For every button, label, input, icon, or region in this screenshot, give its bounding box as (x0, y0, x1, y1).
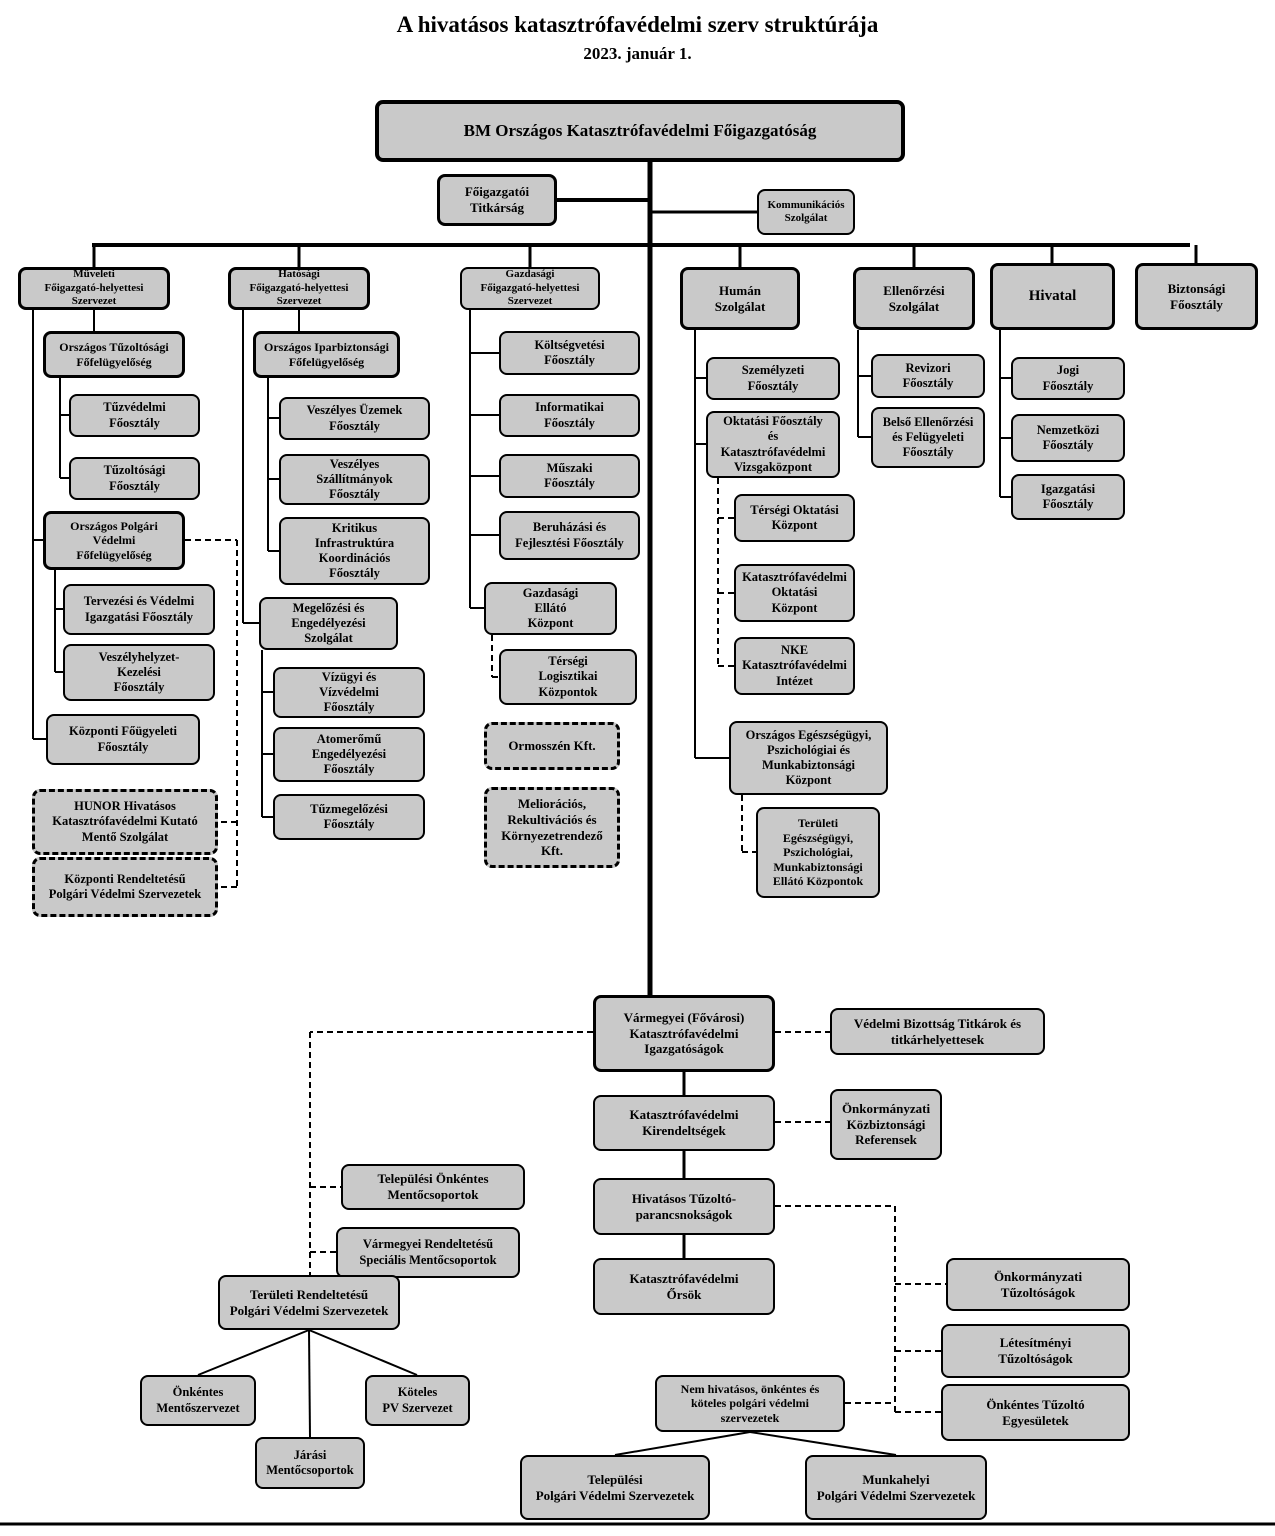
node-kozponti-rendeltetesu-pv-szervezetek: Központi Rendeltetésű Polgári Védelmi Sz… (32, 857, 218, 917)
node-atomeromu-engedelyezesi-foosztaly: Atomerőmű Engedélyezési Főosztály (273, 727, 425, 782)
node-kritikus-infrastruktura-foosztaly: Kritikus Infrastruktúra Koordinációs Főo… (279, 517, 430, 585)
node-megelozesi-es-engedelyezesi-szolgalat: Megelőzési és Engedélyezési Szolgálat (259, 597, 398, 650)
node-onkormanyzati-kozbiztonsagi-referensek: Önkormányzati Közbiztonsági Referensek (830, 1089, 942, 1160)
node-orszagos-egeszsegugyi-kozpont: Országos Egészségügyi, Pszichológiai és … (729, 721, 888, 795)
node-tersegi-logisztikai-kozpontok: Térségi Logisztikai Központok (499, 649, 637, 705)
node-veszelyes-uzemek-foosztaly: Veszélyes Üzemek Főosztály (279, 397, 430, 440)
node-ormosszen-kft: Ormosszén Kft. (484, 722, 620, 770)
node-teruleti-egeszsegugyi-ellato-kozpontok: Területi Egészségügyi, Pszichológiai, Mu… (756, 807, 880, 898)
node-muszaki-foosztaly: Műszaki Főosztály (499, 454, 640, 498)
node-beruhazasi-es-fejlesztesi-foosztaly: Beruházási és Fejlesztési Főosztály (499, 511, 640, 560)
node-biztonsagi-foosztaly: Biztonsági Főosztály (1135, 263, 1258, 330)
node-revizori-foosztaly: Revizori Főosztály (871, 354, 985, 398)
node-oktatasi-foosztaly-vizsgakozpont: Oktatási Főosztály és Katasztrófavédelmi… (706, 411, 840, 478)
node-informatikai-foosztaly: Informatikai Főosztály (499, 394, 640, 437)
node-veszelyes-szallitmanyok-foosztaly: Veszélyes Szállítmányok Főosztály (279, 454, 430, 505)
node-onkormanyzati-tuzoltosagok: Önkormányzati Tűzoltóságok (946, 1258, 1130, 1311)
node-gazdasagi-head: Gazdasági Főigazgató-helyettesi Szerveze… (460, 267, 600, 310)
node-tervezesi-es-vedelmi-igazgatasi-foosztaly: Tervezési és Védelmi Igazgatási Főosztál… (63, 584, 215, 635)
node-katasztrofavedelmi-orsok: Katasztrófavédelmi Őrsök (593, 1258, 775, 1315)
node-vizugyi-es-vizvedelmi-foosztaly: Vízügyi és Vízvédelmi Főosztály (273, 667, 425, 718)
node-kozponti-fougyeleti-foosztaly: Központi Főügyeleti Főosztály (46, 714, 200, 765)
node-teruleti-rendeltetesu-pv-szervezetek: Területi Rendeltetésű Polgári Védelmi Sz… (218, 1275, 400, 1330)
node-letesitmenyi-tuzoltosagok: Létesítményi Tűzoltóságok (941, 1324, 1130, 1378)
page-subtitle: 2023. január 1. (583, 44, 692, 63)
node-igazgatasi-foosztaly: Igazgatási Főosztály (1011, 474, 1125, 520)
node-orszagos-iparbiztonsagi-fofelugyeloseg: Országos Iparbiztonsági Főfelügyelőség (253, 331, 400, 378)
node-veszelyhelyzet-kezelesi-foosztaly: Veszélyhelyzet- Kezelési Főosztály (63, 644, 215, 701)
node-telepulesi-onkentes-mentocsoportok: Települési Önkéntes Mentőcsoportok (341, 1164, 525, 1210)
node-katasztrofavedelmi-oktatasi-kozpont: Katasztrófavédelmi Oktatási Központ (734, 564, 855, 622)
node-nem-hivatasos-pv-szervezetek: Nem hivatásos, önkéntes és köteles polgá… (655, 1375, 845, 1432)
node-nemzetkozi-foosztaly: Nemzetközi Főosztály (1011, 414, 1125, 462)
node-human-szolgalat: Humán Szolgálat (680, 267, 800, 330)
node-tuzoltosagi-foosztaly: Tűzoltósági Főosztály (69, 457, 200, 500)
node-hunor-szolgalat: HUNOR Hivatásos Katasztrófavédelmi Kutat… (32, 789, 218, 855)
node-ellenorzesi-szolgalat: Ellenőrzési Szolgálat (853, 267, 975, 330)
node-orszagos-polgari-vedelmi-fofelugyeloseg: Országos Polgári Védelmi Főfelügyelőség (43, 511, 185, 570)
node-telepulesi-pv-szervezetek: Települési Polgári Védelmi Szervezetek (520, 1455, 710, 1520)
node-tersegi-oktatasi-kozpont: Térségi Oktatási Központ (734, 494, 855, 542)
node-muveleti-head: Műveleti Főigazgató-helyettesi Szervezet (18, 267, 170, 310)
node-koltsegvetesi-foosztaly: Költségvetési Főosztály (499, 331, 640, 375)
node-hatosagi-head: Hatósági Főigazgató-helyettesi Szervezet (228, 267, 370, 310)
node-hivatal: Hivatal (990, 263, 1115, 330)
node-belso-ellenorzesi-foosztaly: Belső Ellenőrzési és Felügyeleti Főosztá… (871, 407, 985, 468)
node-onkentes-tuzolto-egyesuletek: Önkéntes Tűzoltó Egyesületek (941, 1384, 1130, 1441)
node-varmegyei-specialis-mentocsoportok: Vármegyei Rendeltetésű Speciális Mentőcs… (336, 1227, 520, 1278)
node-munkahelyi-pv-szervezetek: Munkahelyi Polgári Védelmi Szervezetek (805, 1455, 987, 1520)
page-title: A hivatásos katasztrófavédelmi szerv str… (396, 12, 879, 37)
node-gazdasagi-ellato-kozpont: Gazdasági Ellátó Központ (484, 582, 617, 635)
node-varmegyei-igazgatosagok: Vármegyei (Fővárosi) Katasztrófavédelmi … (593, 995, 775, 1072)
node-root: BM Országos Katasztrófavédelmi Főigazgat… (375, 100, 905, 162)
node-kommunikacios-szolgalat: Kommunikációs Szolgálat (757, 189, 855, 235)
node-melioracios-kft: Meliorációs, Rekultivációs és Környezetr… (484, 787, 620, 868)
node-nke-katasztrofavedelmi-intezet: NKE Katasztrófavédelmi Intézet (734, 637, 855, 695)
node-tuzvedelmi-foosztaly: Tűzvédelmi Főosztály (69, 394, 200, 437)
node-hivatasos-tuzolto-parancsnoksagok: Hivatásos Tűzoltó- parancsnokságok (593, 1178, 775, 1235)
node-szemelyzeti-foosztaly: Személyzeti Főosztály (706, 357, 840, 400)
node-vedelmi-bizottsag-titkarok: Védelmi Bizottság Titkárok és titkárhely… (830, 1008, 1045, 1055)
node-jogi-foosztaly: Jogi Főosztály (1011, 357, 1125, 400)
node-jarasi-mentocsoportok: Járási Mentőcsoportok (255, 1437, 365, 1489)
node-koteles-pv-szervezet: Köteles PV Szervezet (365, 1375, 470, 1426)
node-foigazgatoi-titkarsag: Főigazgatói Titkárság (437, 174, 557, 226)
node-orszagos-tuzoltosagi-fofelugyeloseg: Országos Tűzoltósági Főfelügyelőség (43, 331, 185, 378)
node-tuzmegelozesi-foosztaly: Tűzmegelőzési Főosztály (273, 794, 425, 840)
node-katasztrofavedelmi-kirendeltsegek: Katasztrófavédelmi Kirendeltségek (593, 1095, 775, 1151)
node-onkentes-mentoszervezet: Önkéntes Mentőszervezet (140, 1375, 256, 1426)
